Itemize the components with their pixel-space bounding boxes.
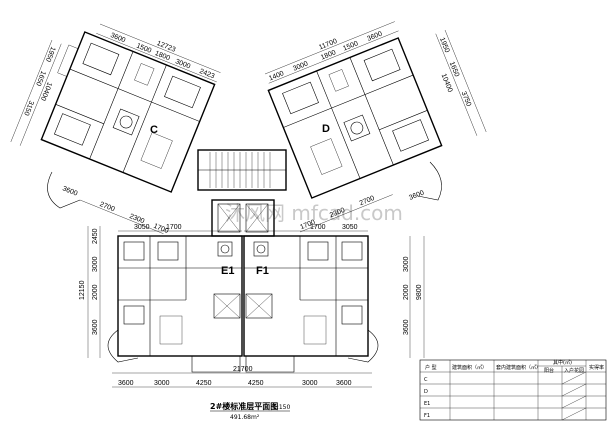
dim-bottom-6: 3600 (336, 380, 352, 387)
area-table: 户 型 建筑面积（㎡） 套内建筑面积（㎡） 其中(㎡) 阳台 入户花园 实得率 … (419, 359, 607, 421)
dim-d-bottom: 3600 (408, 189, 425, 201)
dim-right-1: 3000 (403, 256, 410, 272)
table-header-area: 建筑面积（㎡） (452, 364, 487, 371)
table-header-note: 实得率 (589, 364, 604, 371)
dim-bottom-2: 3000 (154, 380, 170, 387)
dim-d-right-3: 3750 (460, 90, 472, 107)
table-header-entry: 入户花园 (564, 367, 584, 374)
unit-e1-bay-window (107, 329, 139, 363)
dim-e-top-1: 3050 (134, 224, 150, 231)
unit-d-label: D (322, 123, 330, 135)
dim-c-left-2: 1650 (34, 70, 46, 87)
unit-e1-balcony (191, 356, 241, 373)
unit-c-label: C (150, 124, 158, 136)
unit-e1-label: E1 (221, 265, 234, 277)
dim-c-bottom: 3600 (61, 185, 78, 197)
dim-d-top-total: 11700 (318, 38, 338, 52)
unit-c-bay-window (47, 171, 81, 209)
table-row-label: F1 (424, 413, 430, 419)
dim-f-top-2: 3050 (342, 224, 358, 231)
dim-d-right-2: 1650 (448, 61, 460, 78)
dim-d-top-5: 3600 (366, 30, 383, 42)
unit-e1-plan (117, 235, 243, 357)
floor-area: 491.68m² (230, 414, 260, 421)
dim-e-top-2: 1700 (166, 224, 182, 231)
drawing-title: 2#楼标准层平面图 (210, 401, 278, 411)
dim-bottom-3: 4250 (196, 380, 212, 387)
dim-left-2: 3000 (92, 256, 99, 272)
table-header-balcony: 阳台 (544, 367, 554, 374)
dim-f-top-1: 1700 (310, 224, 326, 231)
table-header-of: 其中(㎡) (553, 359, 572, 366)
table-row-label: D (424, 389, 428, 395)
dim-bottom-1: 3600 (118, 380, 134, 387)
dim-left-total: 12150 (79, 280, 86, 300)
dim-left-1: 2450 (92, 228, 99, 244)
dim-d-top-4: 1500 (342, 40, 359, 52)
dim-d-top-2: 3000 (292, 60, 309, 72)
dim-d-right-total: 10400 (440, 73, 454, 94)
dim-right-3: 3600 (403, 319, 410, 335)
dim-bottom-4: 4250 (248, 380, 264, 387)
table-row-label: C (424, 377, 428, 383)
dim-right-2: 2000 (403, 284, 410, 300)
unit-d-bay-window (417, 161, 442, 201)
unit-f1-balcony (245, 356, 295, 373)
table-header-inner: 套内建筑面积（㎡） (496, 364, 541, 371)
dim-d-right-1: 1950 (438, 37, 450, 54)
unit-f1-bay-window (347, 329, 379, 363)
drawing-scale: 1:150 (273, 404, 290, 411)
dim-left-3: 2000 (92, 284, 99, 300)
unit-c-plan (40, 31, 216, 193)
dim-mid-1: 2700 (99, 201, 116, 213)
dimensions: 12723 3600 1500 1800 3000 2423 10400 195… (10, 21, 487, 388)
table-header-type: 户 型 (425, 364, 437, 371)
stair-core (197, 149, 287, 237)
unit-f1-plan (243, 235, 369, 357)
dim-c-left-3: 3150 (22, 99, 34, 116)
dim-bottom-total: 21700 (233, 366, 253, 373)
dim-d-top-3: 1800 (320, 49, 337, 61)
dim-right-total: 9800 (416, 284, 423, 300)
dim-d-top-1: 1400 (268, 70, 285, 82)
dim-bottom-5: 3000 (302, 380, 318, 387)
table-row-label: E1 (424, 401, 430, 407)
dim-c-left-1: 1950 (44, 46, 56, 63)
dim-left-4: 3600 (92, 319, 99, 335)
unit-f1-label: F1 (256, 265, 269, 277)
unit-d-plan (267, 37, 443, 199)
